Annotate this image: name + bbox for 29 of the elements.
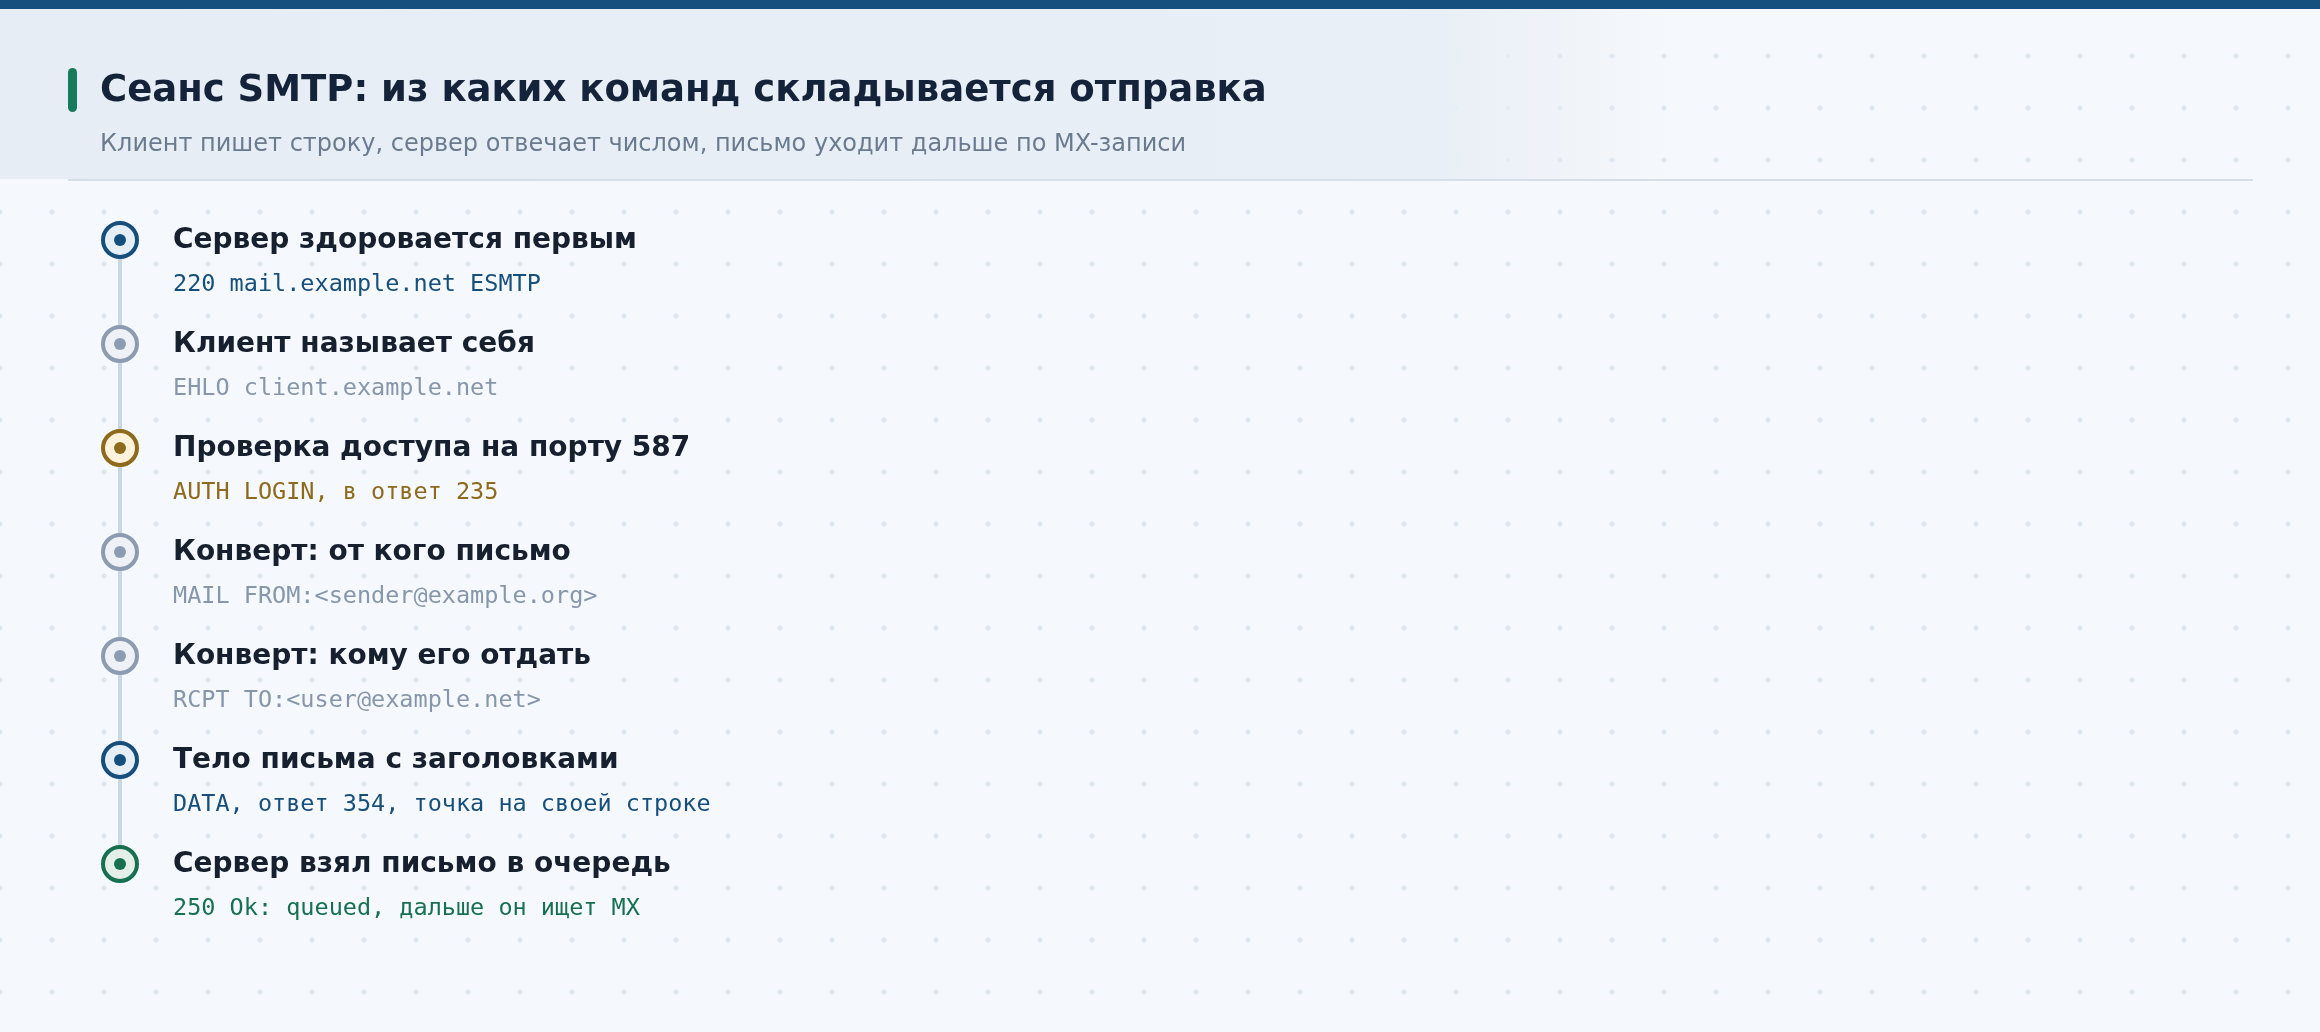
connector-line	[118, 467, 122, 533]
connector-line	[118, 363, 122, 429]
step-title: Сервер взял письмо в очередь	[173, 845, 671, 881]
timeline-dot-icon	[101, 845, 139, 883]
timeline-dot-icon	[101, 221, 139, 259]
subtitle: Клиент пишет строку, сервер отвечает числом, письмо уходит дальше по MX-записи	[100, 128, 1187, 159]
timeline-dot-icon	[101, 533, 139, 571]
page-title: Сеанс SMTP: из каких команд складывается отправка	[100, 66, 1267, 112]
timeline-dot-icon	[101, 429, 139, 467]
step-title: Проверка доступа на порту 587	[173, 429, 691, 465]
connector-line	[118, 675, 122, 741]
command-text: DATA, ответ 354, точка на своей строке	[173, 788, 711, 818]
step-title: Конверт: кому его отдать	[173, 637, 592, 673]
connector-line	[118, 571, 122, 637]
command-text: 220 mail.example.net ESMTP	[173, 268, 541, 298]
step-title: Клиент называет себя	[173, 325, 535, 361]
step-title: Конверт: от кого письмо	[173, 533, 571, 569]
timeline-dot-icon	[101, 741, 139, 779]
command-text: AUTH LOGIN, в ответ 235	[173, 476, 499, 506]
connector-line	[118, 259, 122, 325]
command-text: EHLO client.example.net	[173, 372, 499, 402]
command-text: RCPT TO:<user@example.net>	[173, 684, 541, 714]
step-title: Сервер здоровается первым	[173, 221, 637, 257]
timeline-dot-icon	[101, 325, 139, 363]
step-title: Тело письма с заголовками	[173, 741, 619, 777]
connector-line	[118, 779, 122, 845]
command-text: 250 Ok: queued, дальше он ищет MX	[173, 892, 640, 922]
timeline-dot-icon	[101, 637, 139, 675]
command-text: MAIL FROM:<sender@example.org>	[173, 580, 598, 610]
